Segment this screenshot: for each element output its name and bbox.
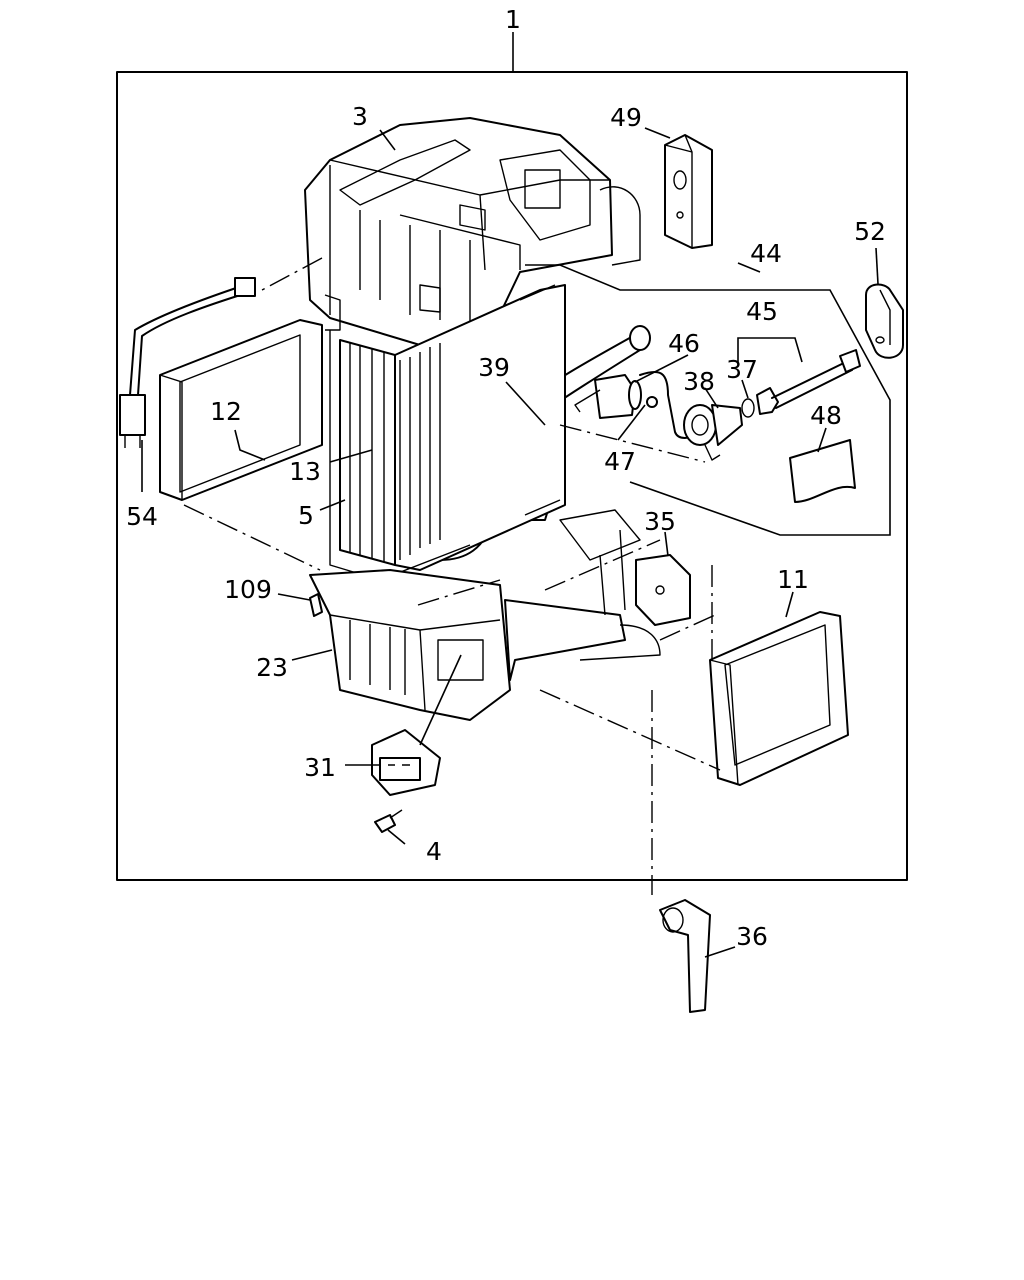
filter-part-12 <box>159 319 323 501</box>
bracket-45 <box>737 337 803 363</box>
callout-11: 11 <box>777 565 809 594</box>
o-ring-part-37 <box>741 398 755 418</box>
screw-part-109 <box>309 593 323 617</box>
filter-part-11 <box>709 611 849 786</box>
drain-hose-part-36 <box>659 899 711 1013</box>
screw-part-4 <box>374 809 403 833</box>
callout-23: 23 <box>256 653 288 682</box>
callout-39: 39 <box>478 353 510 382</box>
pad-part-49 <box>664 134 713 249</box>
sensor-part-54 <box>119 277 256 448</box>
callout-37: 37 <box>726 355 758 384</box>
lower-case-part-23 <box>309 509 661 721</box>
callout-36: 36 <box>736 922 768 951</box>
seal-part-35 <box>635 554 691 626</box>
callout-4: 4 <box>426 837 442 866</box>
callout-52: 52 <box>854 217 886 246</box>
gasket-part-52 <box>865 283 904 359</box>
callout-5: 5 <box>298 501 314 530</box>
callout-38: 38 <box>683 367 715 396</box>
insulator-part-48 <box>789 439 856 503</box>
callout-49: 49 <box>610 103 642 132</box>
callout-47: 47 <box>604 447 636 476</box>
callout-13: 13 <box>289 457 321 486</box>
callout-12: 12 <box>210 397 242 426</box>
callout-48: 48 <box>810 401 842 430</box>
callout-54: 54 <box>126 502 158 531</box>
bracket-44 <box>525 264 891 536</box>
upper-case-part-3 <box>304 117 641 346</box>
callout-35: 35 <box>644 507 676 536</box>
callout-109: 109 <box>224 575 272 604</box>
expansion-valve-part-46 <box>574 370 701 439</box>
evaporator-core-part-13 <box>339 284 566 571</box>
pipe-assembly-part-45 <box>756 349 861 415</box>
dowel-part-47 <box>646 396 658 408</box>
callout-3: 3 <box>352 102 368 131</box>
callout-45: 45 <box>746 297 778 326</box>
resistor-part-31 <box>371 729 441 796</box>
callout-44: 44 <box>750 239 782 268</box>
capillary-bulb-part-38 <box>683 404 743 461</box>
callout-31: 31 <box>304 753 336 782</box>
callout-46: 46 <box>668 329 700 358</box>
callout-1: 1 <box>505 5 521 34</box>
assembly-frame <box>116 71 908 881</box>
